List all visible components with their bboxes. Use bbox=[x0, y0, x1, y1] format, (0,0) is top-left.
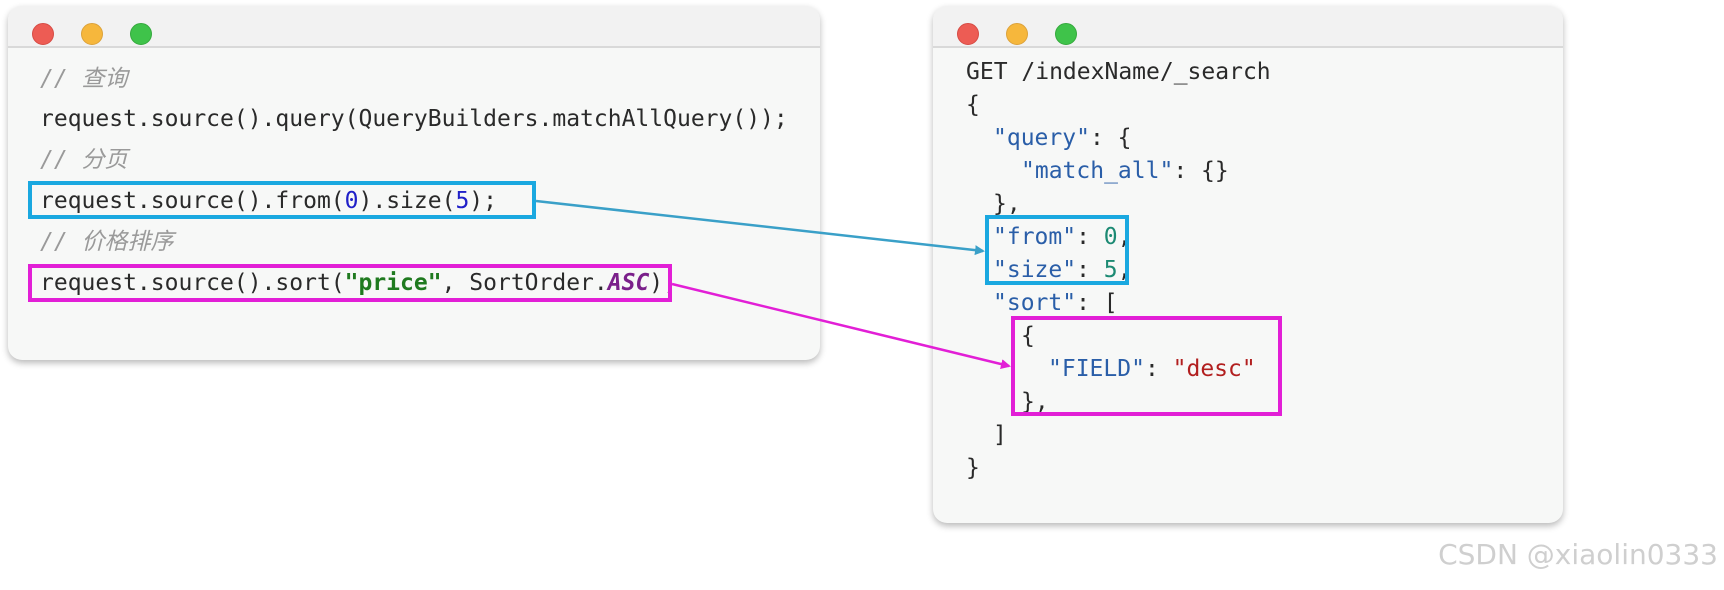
json-from-line: "from": 0, bbox=[993, 224, 1132, 250]
sort-middle: , SortOrder. bbox=[441, 270, 608, 296]
csdn-watermark: CSDN @xiaolin0333 bbox=[1438, 538, 1718, 571]
from-key: "from" bbox=[993, 224, 1077, 250]
json-field-line: "FIELD": "desc" bbox=[1048, 356, 1256, 382]
sort-arrow bbox=[671, 282, 1011, 369]
code-line-sort: request.source().sort("price", SortOrder… bbox=[40, 268, 677, 298]
json-sort-obj-open: { bbox=[1021, 323, 1035, 349]
request-line: GET /indexName/_search bbox=[966, 59, 1271, 85]
paging-middle: ).size( bbox=[358, 188, 456, 214]
from-value: 0 bbox=[1103, 224, 1118, 250]
sort-key: "sort" bbox=[993, 290, 1077, 316]
sort-order: ASC bbox=[607, 270, 650, 296]
json-sort-line: "sort": [ bbox=[993, 288, 1118, 318]
maximize-window-icon[interactable] bbox=[1055, 23, 1077, 45]
json-match-all-line: "match_all": {} bbox=[1021, 156, 1229, 186]
query-key: "query" bbox=[993, 125, 1090, 151]
window-titlebar bbox=[8, 6, 820, 48]
close-window-icon[interactable] bbox=[957, 23, 979, 45]
paging-size-value: 5 bbox=[455, 188, 470, 214]
field-value: "desc" bbox=[1172, 356, 1256, 382]
sort-field: "price" bbox=[344, 270, 442, 296]
query-colon: : { bbox=[1089, 125, 1132, 151]
json-close-brace: } bbox=[966, 455, 980, 481]
comment-paging: // 分页 bbox=[40, 147, 128, 173]
sort-prefix: request.source().sort( bbox=[40, 270, 345, 296]
minimize-window-icon[interactable] bbox=[81, 23, 103, 45]
close-window-icon[interactable] bbox=[32, 23, 54, 45]
comment-query: // 查询 bbox=[40, 66, 128, 92]
json-open-brace: { bbox=[966, 92, 980, 118]
maximize-window-icon[interactable] bbox=[130, 23, 152, 45]
sort-highlight-left bbox=[28, 264, 672, 302]
code-line-query: request.source().query(QueryBuilders.mat… bbox=[40, 106, 788, 132]
paging-highlight-left bbox=[28, 181, 536, 219]
paging-highlight-right bbox=[985, 215, 1129, 285]
size-value: 5 bbox=[1103, 257, 1118, 283]
json-size-line: "size": 5, bbox=[993, 257, 1132, 283]
paging-prefix: request.source().from( bbox=[40, 188, 345, 214]
size-key: "size" bbox=[993, 257, 1077, 283]
paging-arrow bbox=[535, 199, 985, 256]
match-all-key: "match_all" bbox=[1021, 158, 1174, 184]
json-sort-obj-close: }, bbox=[1021, 389, 1049, 415]
dsl-request-window: GET /indexName/_search { "query": { "mat… bbox=[933, 6, 1563, 523]
sort-highlight-right bbox=[1011, 316, 1282, 416]
paging-suffix: ); bbox=[469, 188, 497, 214]
field-key: "FIELD" bbox=[1048, 356, 1145, 382]
paging-from-value: 0 bbox=[344, 188, 359, 214]
comment-sort: // 价格排序 bbox=[40, 229, 174, 255]
json-query-close: }, bbox=[993, 191, 1021, 217]
match-all-rest: : {} bbox=[1173, 158, 1229, 184]
window-titlebar bbox=[933, 6, 1563, 48]
minimize-window-icon[interactable] bbox=[1006, 23, 1028, 45]
json-array-close: ] bbox=[993, 422, 1007, 448]
json-query-line: "query": { bbox=[993, 123, 1131, 153]
code-line-paging: request.source().from(0).size(5); bbox=[40, 186, 497, 216]
sort-rest: : [ bbox=[1076, 290, 1118, 316]
